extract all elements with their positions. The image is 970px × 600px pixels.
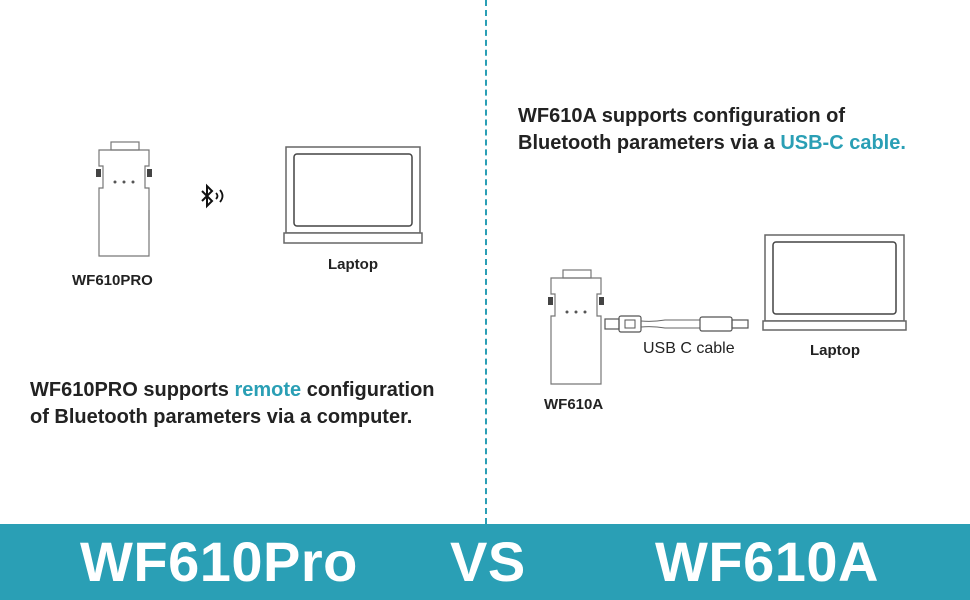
left-description: WF610PRO supports remote configuration o… — [30, 377, 480, 431]
banner-vs: VS — [450, 530, 526, 593]
right-desc-line1: WF610A supports configuration of — [518, 105, 846, 127]
wf610pro-device-icon — [96, 141, 152, 257]
left-device-label: WF610PRO — [72, 272, 153, 289]
left-desc-text-post: configuration — [301, 379, 435, 401]
usb-c-cable-icon — [604, 315, 749, 333]
bottom-banner: WF610Pro VS WF610A — [0, 524, 970, 600]
right-desc-text: Bluetooth parameters via a — [518, 132, 781, 154]
banner-right-title: WF610A — [655, 530, 879, 593]
right-description: WF610A supports configuration of Bluetoo… — [518, 103, 968, 157]
bluetooth-icon — [201, 183, 224, 209]
right-laptop-label: Laptop — [810, 342, 860, 359]
cable-label: USB C cable — [643, 340, 735, 357]
right-device-label: WF610A — [544, 396, 604, 413]
left-desc-highlight: remote — [234, 379, 302, 401]
banner-left-title: WF610Pro — [80, 530, 358, 593]
laptop-icon — [283, 146, 423, 244]
center-divider — [485, 0, 487, 524]
right-laptop-icon — [762, 234, 907, 331]
left-desc-line2: of Bluetooth parameters via a computer. — [30, 406, 413, 428]
wf610a-device-icon — [548, 269, 604, 385]
right-desc-highlight: USB-C cable. — [780, 132, 906, 154]
left-desc-text: WF610PRO supports — [30, 379, 235, 401]
left-laptop-label: Laptop — [328, 256, 378, 273]
